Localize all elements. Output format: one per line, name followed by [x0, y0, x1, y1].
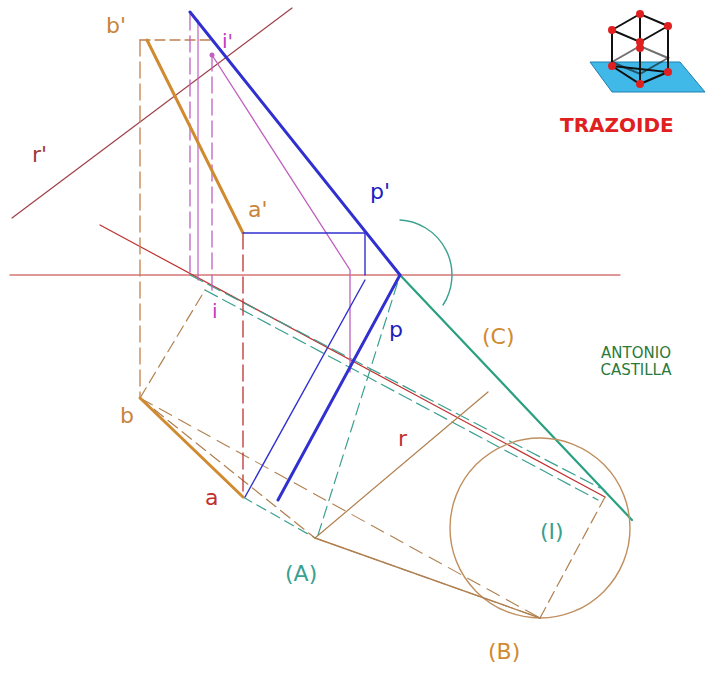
horizontal-line: [243, 233, 365, 275]
rotation-arc: [400, 220, 452, 305]
point-label: a: [203, 486, 220, 510]
construction-line: [315, 392, 488, 538]
point-label: (I): [538, 520, 566, 544]
ground-line: [10, 274, 620, 275]
purple-line: [197, 20, 198, 280]
point-label: i: [210, 300, 220, 322]
circle-I: [450, 438, 630, 618]
point-label: (C): [480, 325, 517, 349]
dashed-line: [243, 497, 315, 538]
point-label: a': [246, 198, 270, 222]
point-label: b: [118, 404, 136, 428]
projection-line: [189, 14, 190, 275]
dashed-line: [205, 290, 598, 500]
rotated-line: [400, 275, 632, 520]
plane-trace: [190, 12, 400, 500]
point-label: p': [368, 180, 392, 204]
point-label: b': [104, 14, 128, 38]
author-credit: ANTONIO CASTILLA: [570, 345, 702, 378]
construction-line: [540, 497, 605, 618]
segment-ab-horizontal: [140, 398, 243, 497]
point-dot: [210, 53, 215, 58]
point-label: i': [220, 30, 235, 52]
construction-line: [315, 538, 540, 618]
projection-line: [139, 40, 140, 398]
point-label: (A): [283, 562, 319, 586]
point-label: p: [387, 318, 405, 342]
dashed-line: [190, 275, 600, 488]
trazoide-logo: [590, 10, 705, 92]
segment-ab-vertical: [147, 40, 243, 233]
line-label: r': [30, 143, 49, 167]
projection-line: [140, 39, 212, 40]
logo-text: TRAZOIDE: [558, 114, 676, 136]
construction-line: [140, 398, 540, 618]
projection-line: [242, 233, 243, 497]
construction-line: [315, 538, 540, 618]
point-label: (B): [486, 640, 522, 664]
line-label: r: [396, 427, 409, 451]
construction-line: [140, 290, 205, 398]
horizontal-line: [245, 280, 365, 497]
